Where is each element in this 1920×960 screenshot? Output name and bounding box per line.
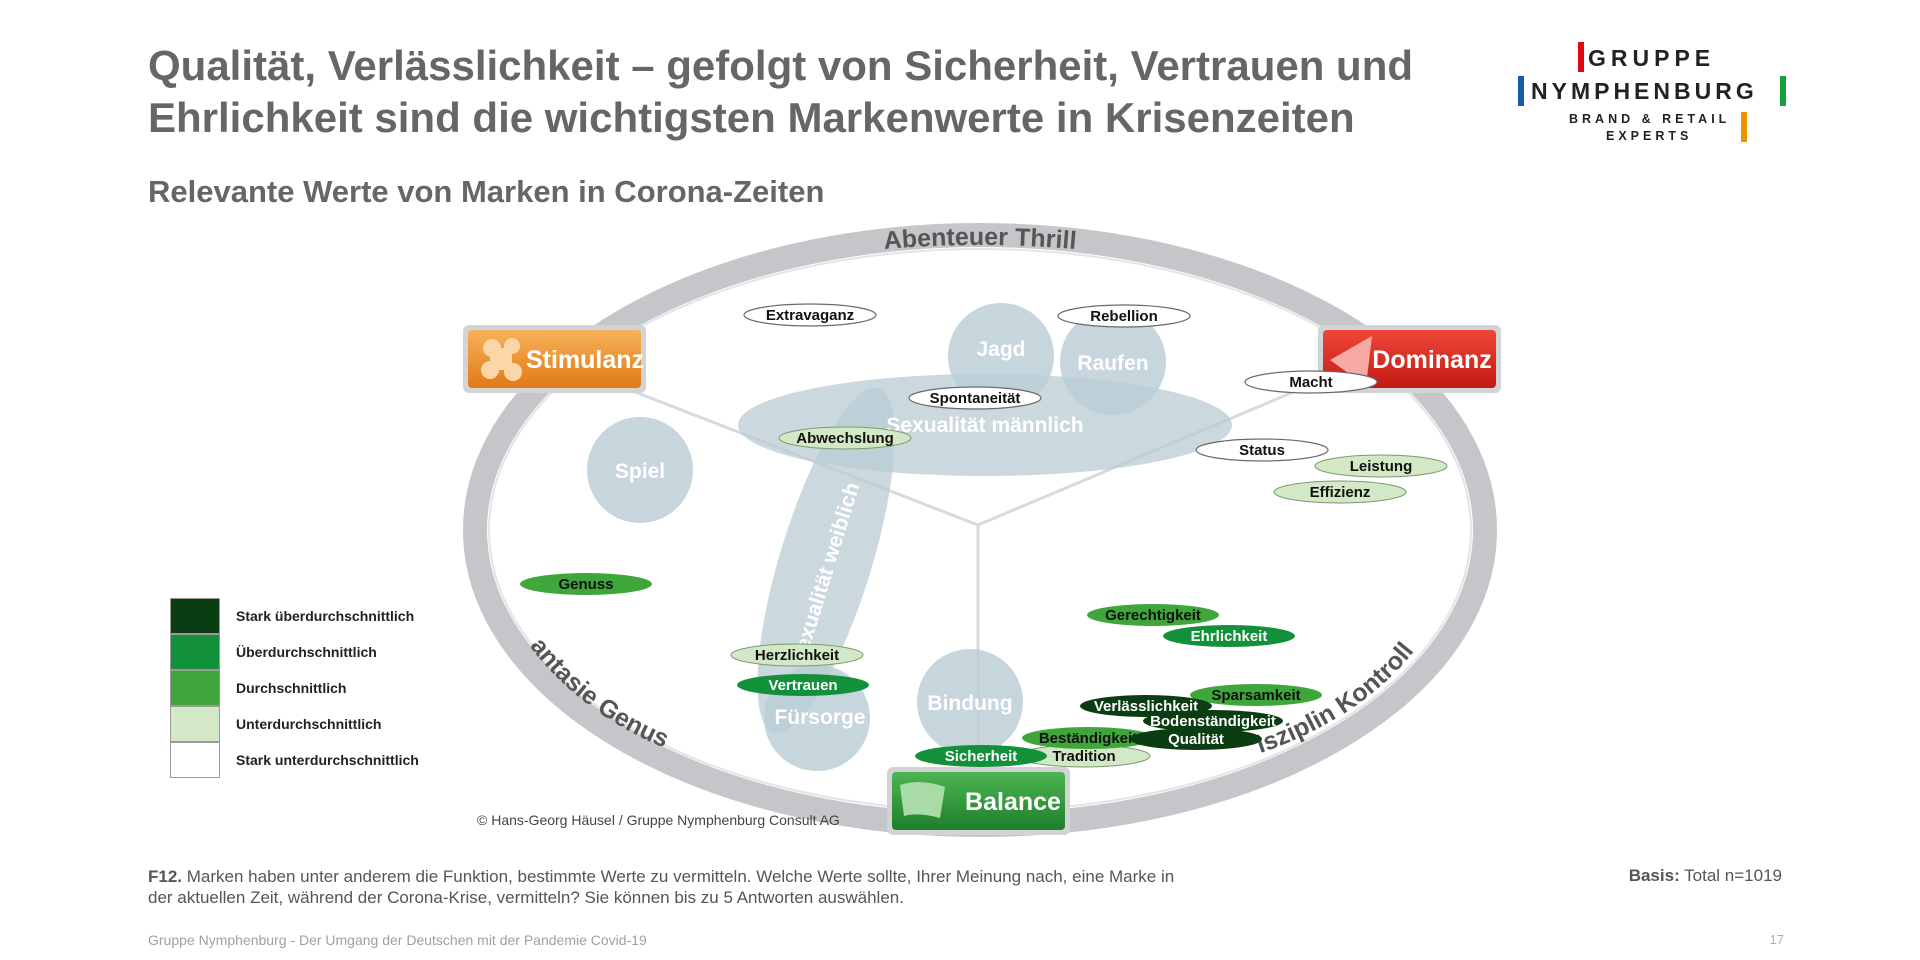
legend-item: Überdurchschnittlich — [170, 634, 450, 670]
value-herzlichkeit: Herzlichkeit — [730, 643, 864, 667]
page-subtitle: Relevante Werte von Marken in Corona-Zei… — [148, 174, 825, 209]
pole-label-stimulanz: Stimulanz — [526, 346, 644, 374]
value-label-qualitaet: Qualität — [1168, 731, 1224, 748]
legend-swatch — [170, 706, 220, 742]
pillow-icon — [900, 781, 945, 818]
value-bodenstaendigkeit: Bodenständigkeit — [1143, 710, 1283, 732]
zone-spiel — [587, 417, 693, 523]
value-genuss: Genuss — [520, 573, 652, 595]
zone-label-jagd: Jagd — [976, 338, 1025, 361]
value-vertrauen: Vertrauen — [737, 674, 869, 696]
logo-bar-green — [1780, 76, 1786, 106]
value-spontaneitaet: Spontaneität — [908, 386, 1042, 410]
value-leistung: Leistung — [1314, 454, 1448, 478]
gruppe-nymphenburg-logo: GRUPPE NYMPHENBURG BRAND & RETAIL EXPERT… — [1512, 38, 1792, 148]
zone-bindung — [917, 649, 1023, 755]
value-label-leistung: Leistung — [1350, 458, 1413, 475]
puzzle-icon — [481, 338, 522, 381]
value-label-spontaneitaet: Spontaneität — [930, 390, 1021, 407]
pole-balance: Balance — [887, 767, 1070, 835]
value-label-status: Status — [1239, 442, 1285, 459]
value-label-ehrlichkeit: Ehrlichkeit — [1191, 628, 1268, 645]
value-status: Status — [1195, 438, 1329, 462]
zone-label-raufen: Raufen — [1077, 352, 1148, 375]
logo-text-gruppe: GRUPPE — [1588, 45, 1716, 71]
zone-raufen — [1060, 309, 1166, 415]
value-sparsamkeit: Sparsamkeit — [1190, 684, 1322, 706]
value-effizienz: Effizienz — [1273, 480, 1407, 504]
value-rebellion: Rebellion — [1057, 304, 1191, 328]
legend-item: Stark unterdurchschnittlich — [170, 742, 450, 778]
legend-swatch — [170, 598, 220, 634]
arrow-icon — [1330, 336, 1372, 386]
legend-label: Durchschnittlich — [236, 680, 347, 696]
value-label-vertrauen: Vertrauen — [768, 677, 837, 694]
legend-item: Stark überdurchschnittlich — [170, 598, 450, 634]
logo-text-brand-retail: BRAND & RETAIL — [1569, 112, 1731, 126]
logo-bar-orange — [1741, 112, 1747, 142]
legend-swatch — [170, 670, 220, 706]
value-label-gerechtigkeit: Gerechtigkeit — [1105, 607, 1201, 624]
copyright-notice: © Hans-Georg Häusel / Gruppe Nymphenburg… — [477, 812, 840, 828]
footer-text: Gruppe Nymphenburg - Der Umgang der Deut… — [148, 932, 647, 948]
value-label-abwechslung: Abwechslung — [796, 430, 894, 447]
arc-label-abenteuer: Abenteuer Thrill — [883, 223, 1078, 255]
legend: Stark überdurchschnittlich Überdurchschn… — [170, 598, 450, 778]
zone-jagd — [948, 303, 1054, 409]
legend-item: Unterdurchschnittlich — [170, 706, 450, 742]
value-label-tradition: Tradition — [1052, 748, 1115, 765]
value-label-verlaesslichkeit: Verlässlichkeit — [1094, 698, 1198, 715]
value-label-rebellion: Rebellion — [1090, 308, 1158, 325]
value-label-bestaendigkeit: Beständigkeit — [1039, 730, 1137, 747]
value-qualitaet: Qualität — [1130, 728, 1262, 750]
question-text: F12. Marken haben unter anderem die Funk… — [148, 866, 1198, 908]
legend-label: Stark unterdurchschnittlich — [236, 752, 419, 768]
value-label-extravaganz: Extravaganz — [766, 307, 854, 324]
legend-swatch — [170, 634, 220, 670]
value-gerechtigkeit: Gerechtigkeit — [1087, 604, 1219, 626]
zone-label-fuersorge: Fürsorge — [774, 706, 865, 729]
basis-info: Basis: Total n=1019 — [1629, 866, 1782, 886]
value-abwechslung: Abwechslung — [778, 426, 912, 450]
value-ehrlichkeit: Ehrlichkeit — [1163, 625, 1295, 647]
logo-text-experts: EXPERTS — [1606, 129, 1693, 143]
zones: Jagd Raufen Sexualität männlich Sexualit… — [587, 303, 1232, 771]
value-macht: Macht — [1244, 370, 1378, 394]
basis-value: Total n=1019 — [1684, 866, 1782, 885]
value-label-genuss: Genuss — [558, 576, 613, 593]
value-label-herzlichkeit: Herzlichkeit — [755, 647, 839, 664]
page-title: Qualität, Verlässlichkeit – gefolgt von … — [148, 42, 1414, 141]
value-label-sparsamkeit: Sparsamkeit — [1211, 687, 1300, 704]
legend-item: Durchschnittlich — [170, 670, 450, 706]
logo-bar-red — [1578, 42, 1584, 72]
value-label-bodenstaendigkeit: Bodenständigkeit — [1150, 713, 1276, 730]
value-tradition: Tradition — [1017, 744, 1151, 768]
pole-label-dominanz: Dominanz — [1372, 346, 1491, 374]
value-sicherheit: Sicherheit — [915, 745, 1047, 767]
value-label-effizienz: Effizienz — [1310, 484, 1371, 501]
legend-label: Stark überdurchschnittlich — [236, 608, 415, 624]
zone-label-spiel: Spiel — [615, 460, 665, 483]
legend-label: Unterdurchschnittlich — [236, 716, 382, 732]
page-number: 17 — [1769, 932, 1784, 947]
zone-label-sexualitaet-maennlich: Sexualität männlich — [886, 414, 1083, 437]
question-label: F12. — [148, 867, 183, 886]
value-label-sicherheit: Sicherheit — [945, 748, 1018, 765]
logo-text-nymphenburg: NYMPHENBURG — [1531, 78, 1758, 104]
question-body: Marken haben unter anderem die Funktion,… — [148, 867, 1175, 907]
zone-label-bindung: Bindung — [927, 692, 1012, 715]
value-extravaganz: Extravaganz — [743, 303, 877, 327]
value-label-macht: Macht — [1289, 374, 1332, 391]
legend-label: Überdurchschnittlich — [236, 644, 377, 660]
value-bestaendigkeit: Beständigkeit — [1022, 727, 1154, 749]
logo-bar-blue — [1518, 76, 1524, 106]
basis-label: Basis: — [1628, 866, 1680, 885]
pole-stimulanz: Stimulanz — [463, 325, 646, 393]
legend-swatch — [170, 742, 220, 778]
pole-label-balance: Balance — [965, 788, 1061, 816]
